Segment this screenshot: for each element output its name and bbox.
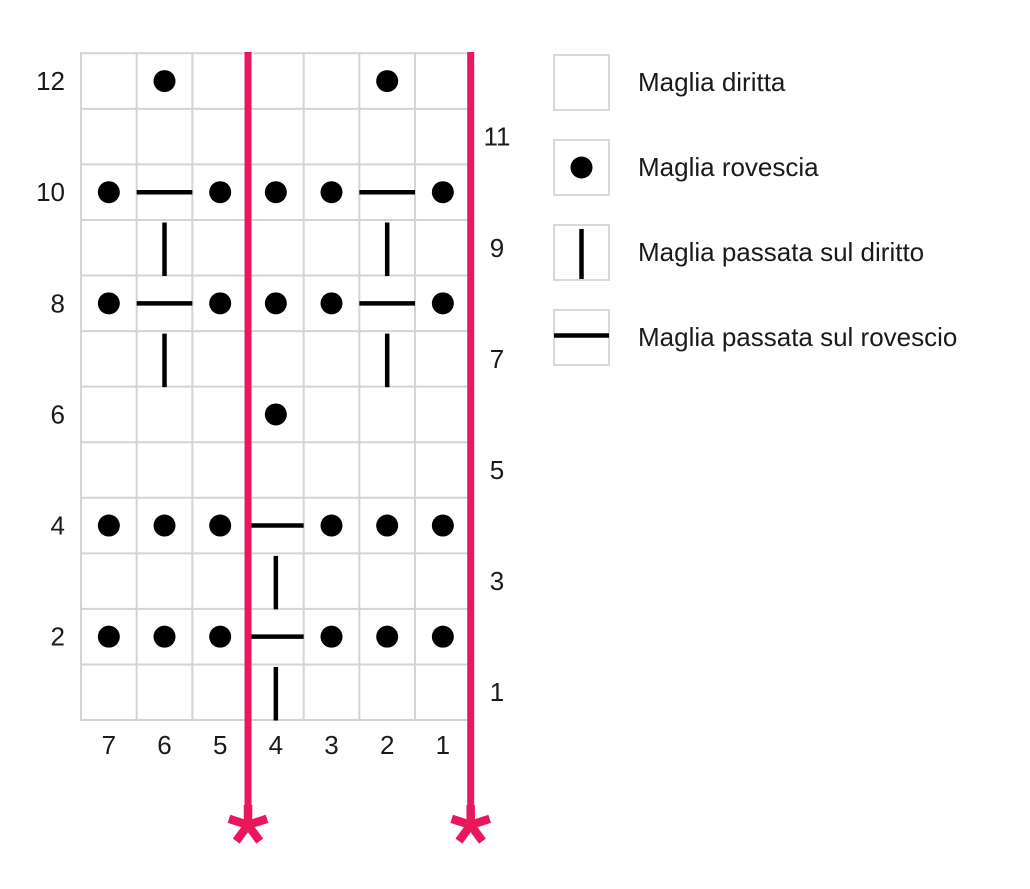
purl-dot <box>264 292 287 315</box>
purl-dot <box>431 181 454 204</box>
purl-dot <box>320 292 343 315</box>
purl-dot <box>97 292 120 315</box>
repeat-asterisk-icon <box>450 805 492 844</box>
purl-dot <box>209 625 232 648</box>
row-label-left: 10 <box>36 177 65 207</box>
purl-dot <box>97 181 120 204</box>
asterisk-arm <box>450 814 473 830</box>
row-label-left: 12 <box>36 66 65 96</box>
purl-dot <box>376 70 399 93</box>
legend-label-slip-knit: Maglia passata sul diritto <box>638 237 925 267</box>
slip-purlwise-swatch-icon <box>553 309 610 366</box>
row-label-left: 4 <box>51 511 65 541</box>
purl-dot <box>209 292 232 315</box>
column-label: 1 <box>436 730 450 760</box>
slip-knitwise-swatch-icon <box>553 224 610 281</box>
column-label: 6 <box>157 730 171 760</box>
row-label-left: 2 <box>51 622 65 652</box>
purl-dot <box>209 514 232 537</box>
purl-dot <box>153 514 176 537</box>
column-label: 7 <box>102 730 116 760</box>
row-label-right: 1 <box>490 677 504 707</box>
purl-dot <box>97 514 120 537</box>
purl-dot <box>97 625 120 648</box>
legend-item-slip-knit: Maglia passata sul diritto <box>553 224 957 281</box>
row-label-right: 7 <box>490 344 504 374</box>
purl-dot <box>431 625 454 648</box>
legend-label-knit: Maglia diritta <box>638 67 786 97</box>
purl-stitch-swatch-icon <box>553 139 610 196</box>
knit-stitch-swatch-icon <box>553 54 610 111</box>
purl-dot <box>320 181 343 204</box>
repeat-asterisk-icon <box>227 805 269 844</box>
legend-item-knit: Maglia diritta <box>553 54 957 111</box>
row-label-left: 8 <box>51 288 65 318</box>
purl-dot <box>264 403 287 426</box>
row-label-right: 11 <box>484 122 511 152</box>
purl-dot <box>209 181 232 204</box>
column-label: 5 <box>213 730 227 760</box>
column-label: 4 <box>269 730 283 760</box>
purl-dot <box>320 625 343 648</box>
purl-dot <box>320 514 343 537</box>
column-label: 2 <box>380 730 394 760</box>
legend: Maglia diritta Maglia rovescia Maglia pa… <box>553 54 957 366</box>
purl-dot <box>264 181 287 204</box>
row-label-right: 3 <box>490 566 504 596</box>
legend-label-purl: Maglia rovescia <box>638 152 819 182</box>
purl-dot <box>431 292 454 315</box>
purl-dot <box>376 625 399 648</box>
row-label-right: 9 <box>490 233 504 263</box>
purl-dot <box>376 514 399 537</box>
legend-item-purl: Maglia rovescia <box>553 139 957 196</box>
column-label: 3 <box>324 730 338 760</box>
purl-dot <box>153 70 176 93</box>
legend-item-slip-purl: Maglia passata sul rovescio <box>553 309 957 366</box>
row-label-left: 6 <box>51 399 65 429</box>
purl-dot <box>431 514 454 537</box>
asterisk-arm <box>227 814 250 830</box>
purl-dot <box>153 625 176 648</box>
legend-label-slip-purl: Maglia passata sul rovescio <box>638 322 958 352</box>
row-label-right: 5 <box>490 455 504 485</box>
